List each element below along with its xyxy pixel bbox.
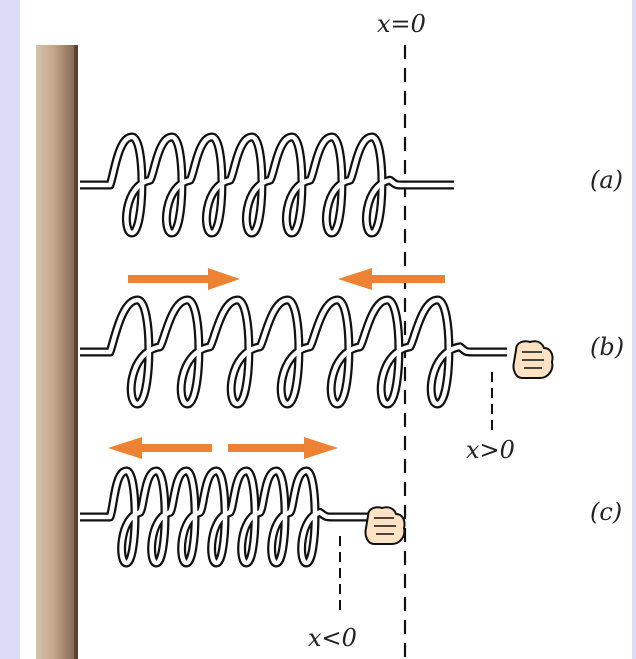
spring-compressed bbox=[80, 466, 372, 568]
displacement-label-stretched: x>0 bbox=[466, 436, 515, 464]
hand-icon bbox=[364, 506, 406, 545]
spring-relaxed bbox=[80, 132, 454, 238]
hand-icon bbox=[512, 340, 554, 379]
spring-coil-fill bbox=[80, 297, 507, 407]
wall-edge bbox=[74, 45, 78, 659]
spring-coil-fill bbox=[80, 134, 454, 236]
wall bbox=[36, 45, 78, 659]
case-label-c: (c) bbox=[590, 498, 622, 526]
displacement-label-compressed: x<0 bbox=[308, 624, 357, 652]
arrow-left-icon bbox=[108, 437, 212, 459]
spring-stretched bbox=[80, 295, 507, 409]
arrow-left-icon bbox=[338, 268, 445, 290]
case-label-a: (a) bbox=[590, 166, 623, 194]
case-label-b: (b) bbox=[590, 333, 624, 361]
arrow-right-icon bbox=[128, 268, 240, 290]
equilibrium-label: x=0 bbox=[377, 10, 426, 38]
arrow-right-icon bbox=[228, 437, 338, 459]
spring-coil-fill bbox=[80, 468, 372, 566]
